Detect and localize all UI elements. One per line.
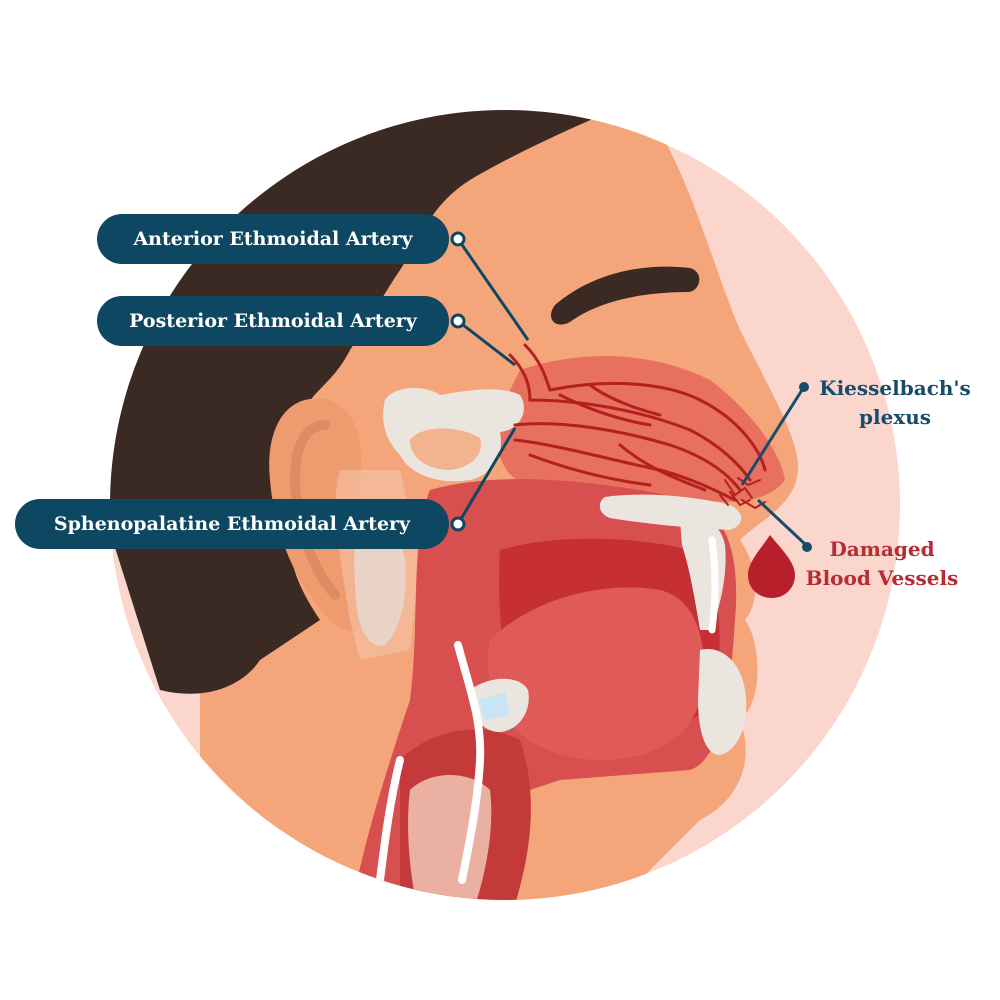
lower-jaw (698, 649, 747, 755)
nasal-arteries (508, 343, 767, 502)
sphenopalatine-ethmoidal-artery-label: Sphenopalatine Ethmoidal Artery (15, 499, 449, 549)
damaged-label-line1: Damaged (829, 537, 935, 561)
leader-spheno (456, 427, 517, 525)
blood-drop-icon (748, 535, 795, 598)
leader-damaged-dot (802, 542, 812, 552)
eyebrow (550, 266, 700, 325)
ear-inner (290, 420, 340, 600)
kiesselbach-label-line1: Kiesselbach's (819, 376, 971, 400)
leader-anterior-dot (450, 231, 466, 247)
leader-damaged (756, 498, 808, 547)
damaged-blood-vessels-label: Damaged Blood Vessels (792, 535, 972, 593)
airway-line-back (376, 756, 404, 884)
leader-posterior (457, 319, 516, 367)
leader-spheno-dot (450, 516, 466, 532)
sphenoid-sinus (410, 428, 481, 470)
epiglottis-tip (478, 692, 510, 720)
leader-lines (450, 231, 812, 552)
leader-posterior-dot (450, 313, 466, 329)
posterior-ethmoidal-artery-label: Posterior Ethmoidal Artery (97, 296, 449, 346)
tongue (487, 587, 704, 760)
leader-anterior (456, 238, 530, 341)
leader-kiesselbach-dot (799, 382, 809, 392)
airway-line-front (454, 641, 485, 884)
windpipe (408, 775, 492, 900)
kiesselbach-plexus-label: Kiesselbach's plexus (810, 374, 980, 432)
anterior-ethmoidal-artery-label: Anterior Ethmoidal Artery (97, 214, 449, 264)
cervical-spine (354, 519, 406, 646)
damaged-label-line2: Blood Vessels (805, 566, 959, 590)
nasal-floor-line (708, 536, 719, 634)
kiesselbach-label-line2: plexus (858, 405, 932, 429)
leader-kiesselbach (740, 389, 804, 486)
